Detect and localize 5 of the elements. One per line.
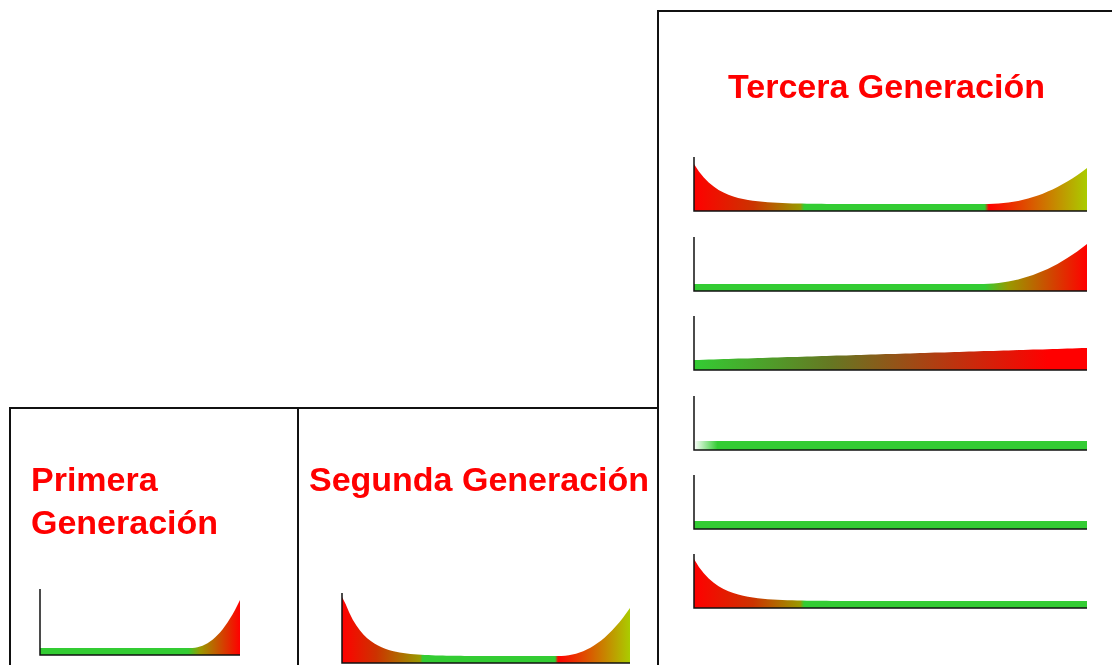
generation-panel	[9, 407, 299, 665]
panel-heading: Primera Generación	[31, 459, 220, 543]
panel-heading: Segunda Generación	[307, 459, 651, 500]
generation-panel	[297, 407, 659, 665]
panel-heading: Tercera Generación	[727, 66, 1046, 107]
